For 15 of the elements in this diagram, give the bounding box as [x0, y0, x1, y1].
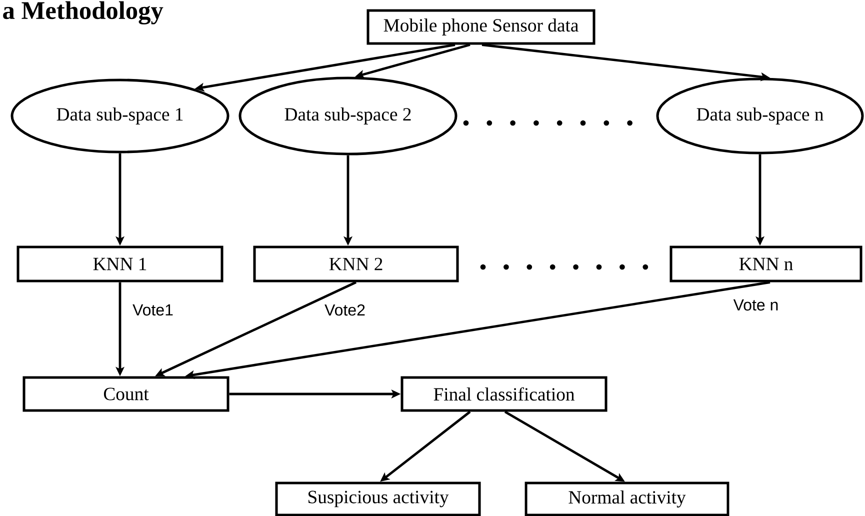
process-box: KNN 1 [16, 246, 224, 282]
process-box: Suspicious activity [275, 482, 481, 516]
ellipse-node: Data sub-space 1 [10, 78, 230, 154]
edge-label: Vote2 [323, 303, 367, 317]
ellipse-node: Data sub-space n [656, 78, 864, 154]
process-box: Mobile phone Sensor data [366, 9, 596, 45]
process-box: Count [22, 376, 230, 412]
process-box: KNN 2 [253, 246, 459, 282]
title: a Methodology [3, 1, 164, 24]
process-box: Normal activity [524, 482, 730, 516]
edge-label: Vote1 [131, 303, 175, 317]
edge-label: Vote n [732, 298, 780, 312]
process-box: Final classification [400, 376, 608, 412]
ellipse-node: Data sub-space 2 [238, 76, 458, 156]
process-box: KNN n [670, 246, 862, 282]
